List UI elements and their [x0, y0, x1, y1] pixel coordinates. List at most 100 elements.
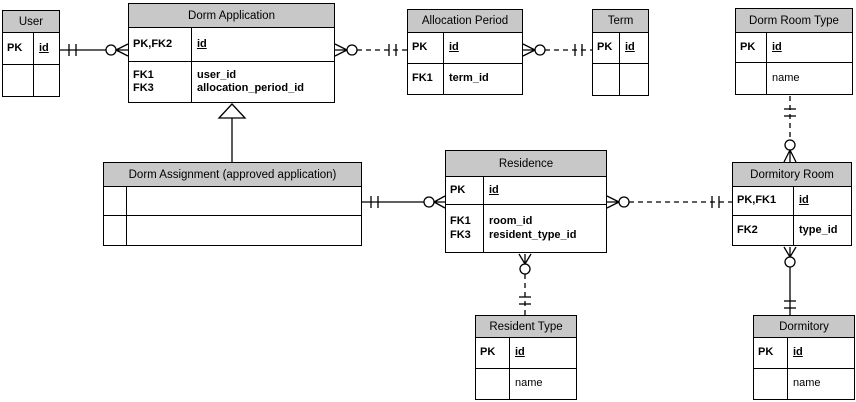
table-row: FK2 type_id: [733, 216, 851, 245]
attr-cell: room_id resident_type_id: [489, 215, 577, 241]
attr-cell: type_id: [799, 223, 838, 236]
key-cell: PK: [754, 338, 788, 368]
table-row: FK1 FK3 room_id resident_type_id: [446, 205, 606, 252]
relationship-residence-resident-type: [518, 253, 532, 315]
entity-title: User: [3, 11, 59, 33]
relationship-generalization-dorm-application-dorm-assignment: [217, 103, 247, 162]
generalization-triangle-icon: [217, 103, 247, 119]
key-cell: [104, 216, 127, 245]
entity-title: Allocation Period: [408, 10, 522, 33]
key-cell: PK: [476, 338, 510, 368]
key-cell: [593, 64, 620, 95]
table-row: PK id: [3, 33, 59, 65]
entity-allocation-period: Allocation Period PK id FK1 term_id: [407, 9, 523, 95]
attr-cell: [127, 187, 361, 215]
attr-cell: name: [793, 377, 821, 390]
key-cell: [476, 369, 510, 399]
table-row: FK1 term_id: [408, 64, 522, 94]
zero-circle: [618, 196, 630, 208]
table-row: PK,FK2 id: [129, 28, 334, 62]
entity-dormitory-room: Dormitory Room PK,FK1 id FK2 type_id: [732, 162, 852, 246]
attr-cell: id: [625, 41, 635, 54]
table-row: PK id: [408, 33, 522, 64]
relationship-dorm-assignment-residence: [362, 195, 446, 209]
entity-title: Resident Type: [476, 316, 576, 338]
entity-term: Term PK id: [592, 9, 649, 96]
entity-title: Dorm Room Type: [736, 9, 852, 33]
attr-cell: id: [197, 37, 207, 50]
entity-title: Dormitory Room: [733, 163, 851, 187]
table-row: name: [754, 369, 854, 399]
zero-circle: [423, 196, 435, 208]
entity-residence: Residence PK id FK1 FK3 room_id resident…: [445, 150, 607, 253]
attr-cell: id: [39, 41, 49, 54]
relationship-dormitory-room-dormitory: [783, 246, 797, 315]
table-row: PK id: [736, 33, 852, 63]
table-row: PK id: [476, 338, 576, 369]
entity-dorm-room-type: Dorm Room Type PK id name: [735, 8, 853, 95]
zero-circle: [534, 44, 546, 56]
key-cell: PK: [736, 33, 767, 62]
entity-user: User PK id: [2, 10, 60, 97]
attr-cell: id: [793, 346, 803, 359]
attr-cell: [127, 216, 361, 245]
key-cell: PK,FK2: [129, 28, 192, 61]
attr-cell: name: [772, 71, 800, 84]
attr-cell: id: [799, 194, 809, 207]
key-cell: PK: [3, 33, 34, 64]
key-cell: PK: [593, 33, 620, 63]
zero-circle: [105, 44, 117, 56]
entity-dorm-application: Dorm Application PK,FK2 id FK1 FK3 user_…: [128, 3, 335, 103]
entity-title: Dormitory: [754, 316, 854, 338]
crow-foot: [606, 195, 620, 209]
attr-cell: [34, 65, 59, 96]
key-cell: FK1 FK3: [129, 62, 192, 102]
attr-cell: name: [515, 377, 543, 390]
table-row: [593, 64, 648, 95]
crow-foot: [522, 43, 536, 57]
crow-foot: [334, 43, 348, 57]
attr-cell: id: [515, 346, 525, 359]
attr-cell: id: [489, 183, 499, 196]
entity-dormitory: Dormitory PK id name: [753, 315, 855, 400]
attr-cell: term_id: [449, 72, 489, 85]
table-row: [3, 65, 59, 96]
zero-circle: [784, 139, 796, 151]
crow-foot: [518, 253, 532, 265]
attr-cell: user_id allocation_period_id: [197, 68, 304, 95]
key-cell: PK: [446, 177, 484, 204]
key-cell: [104, 187, 127, 215]
key-cell: FK1: [408, 64, 444, 94]
key-cell: [736, 63, 767, 94]
attr-cell: id: [772, 40, 782, 53]
entity-title: Dorm Application: [129, 4, 334, 28]
table-row: name: [476, 369, 576, 399]
key-cell: FK2: [733, 216, 794, 245]
table-row: name: [736, 63, 852, 94]
table-row: FK1 FK3 user_id allocation_period_id: [129, 62, 334, 102]
crow-foot: [783, 246, 797, 258]
relationship-user-dorm-application: [60, 43, 129, 57]
zero-circle: [346, 44, 358, 56]
relationship-residence-dormitory-room: [606, 195, 732, 209]
crow-foot: [115, 43, 129, 57]
entity-title: Dorm Assignment (approved application): [104, 163, 361, 187]
table-row: [104, 187, 361, 216]
table-row: PK id: [593, 33, 648, 64]
key-cell: PK,FK1: [733, 187, 794, 215]
attr-cell: [620, 64, 648, 95]
key-cell: [3, 65, 34, 96]
entity-title: Term: [593, 10, 648, 33]
table-row: PK id: [446, 177, 606, 205]
key-cell: FK1 FK3: [446, 205, 484, 252]
table-row: PK id: [754, 338, 854, 369]
table-row: PK,FK1 id: [733, 187, 851, 216]
relationship-dorm-room-type-dormitory-room: [783, 96, 797, 163]
entity-title: Residence: [446, 151, 606, 177]
relationship-allocation-period-term: [522, 43, 592, 57]
attr-cell: id: [449, 41, 459, 54]
table-row: [104, 216, 361, 245]
key-cell: PK: [408, 33, 444, 63]
